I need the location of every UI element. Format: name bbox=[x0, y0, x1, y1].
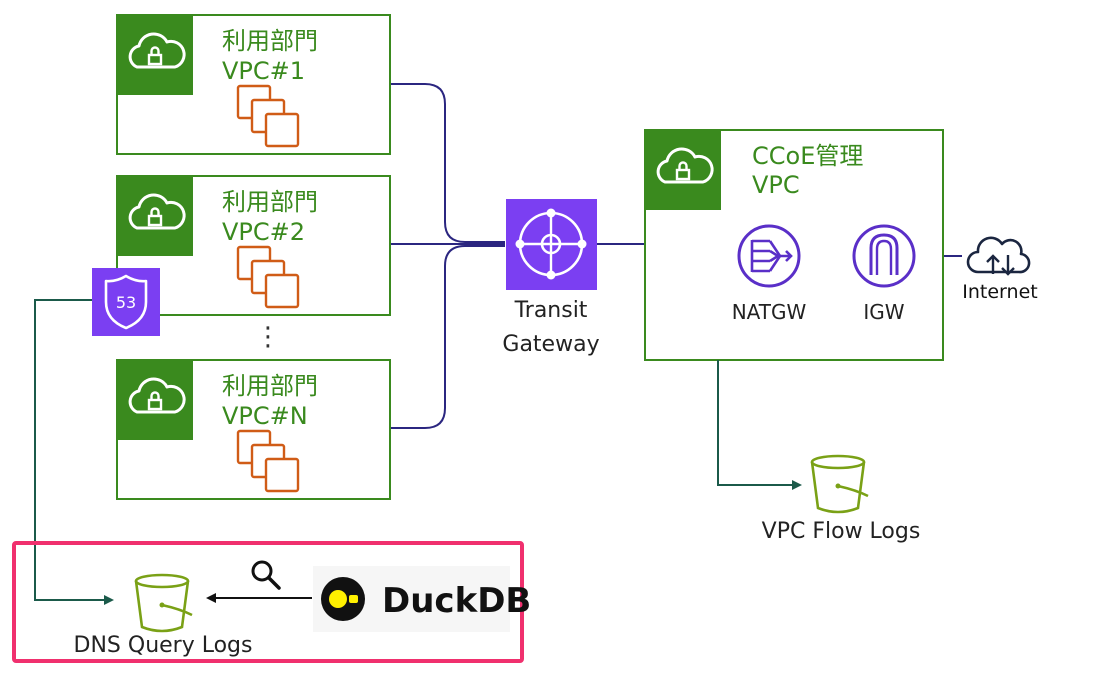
connector-ccoe-flow-logs bbox=[717, 360, 802, 490]
connector-vpc1-tgw bbox=[390, 83, 505, 243]
vpc-cloud-lock-icon bbox=[115, 13, 195, 97]
igw-label: IGW bbox=[863, 300, 904, 324]
vpc-name: 利用部門 bbox=[222, 372, 318, 400]
natgw-icon bbox=[737, 224, 801, 288]
vpc-ellipsis: ⋮ bbox=[255, 322, 281, 352]
route53-icon: 53 bbox=[92, 268, 160, 336]
dns-logs-bucket-icon bbox=[134, 573, 194, 633]
internet-cloud-icon bbox=[966, 236, 1031, 276]
transit-gateway-icon bbox=[506, 199, 597, 290]
duckdb-logo bbox=[313, 566, 510, 632]
dns-logs-label: DNS Query Logs bbox=[74, 633, 253, 658]
vpc-cloud-lock-icon bbox=[115, 358, 195, 442]
vpc-box-1: 利用部門 VPC#1 bbox=[115, 13, 391, 155]
vpc-cloud-lock-icon bbox=[115, 174, 195, 258]
vpc-id: VPC#N bbox=[222, 402, 308, 430]
connector-vpcn-tgw bbox=[390, 245, 505, 429]
ccoe-title-line2: VPC bbox=[752, 171, 800, 199]
vpc-id: VPC#1 bbox=[222, 57, 305, 85]
flow-logs-label: VPC Flow Logs bbox=[762, 519, 921, 544]
ccoe-title-line1: CCoE管理 bbox=[752, 142, 863, 170]
vpc-id: VPC#2 bbox=[222, 218, 305, 246]
vpc-name: 利用部門 bbox=[222, 27, 318, 55]
igw-icon bbox=[852, 224, 916, 288]
highlight-box bbox=[12, 541, 524, 663]
vpc-box-2: 利用部門 VPC#2 bbox=[115, 174, 391, 316]
vpc-name: 利用部門 bbox=[222, 188, 318, 216]
internet-label: Internet bbox=[962, 281, 1037, 303]
connector-route53-dns-logs bbox=[34, 299, 114, 605]
duckdb-logo-text: DuckDB bbox=[382, 581, 531, 621]
ccoe-vpc-box: CCoE管理 VPC NATGW IGW bbox=[643, 128, 944, 361]
vpc-box-n: 利用部門 VPC#N bbox=[115, 358, 391, 500]
magnifier-icon bbox=[251, 560, 281, 590]
tgw-label-line1: Transit bbox=[514, 298, 588, 323]
ccoe-cloud-lock-icon bbox=[643, 128, 723, 212]
route53-label: 53 bbox=[116, 293, 136, 312]
flow-logs-bucket-icon bbox=[810, 454, 870, 514]
tgw-label-line2: Gateway bbox=[502, 332, 599, 357]
natgw-label: NATGW bbox=[732, 300, 807, 324]
